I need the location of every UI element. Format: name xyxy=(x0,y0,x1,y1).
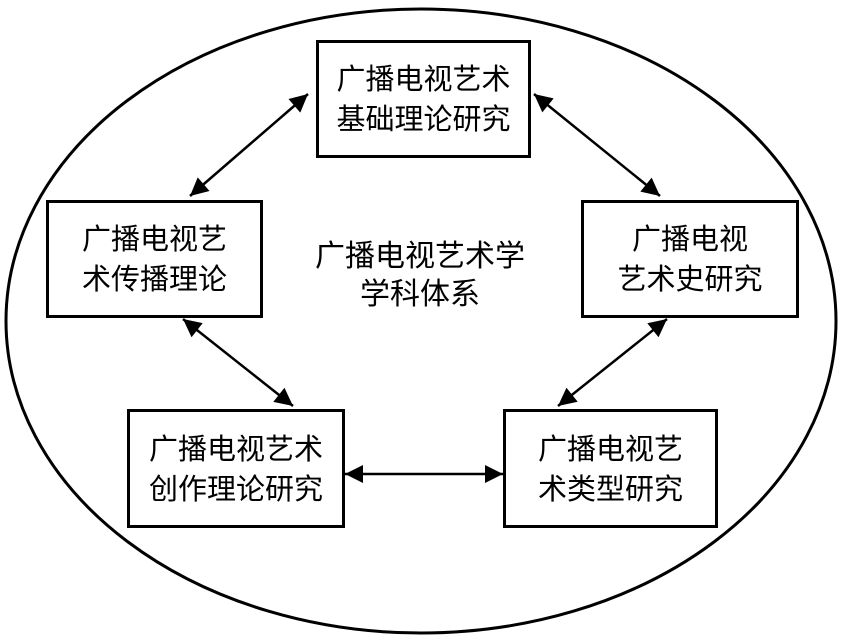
arrow-basic-to-communication xyxy=(189,93,309,197)
node-basic-theory: 广播电视艺术 基础理论研究 xyxy=(316,40,531,158)
node-basic-theory-line1: 广播电视艺术 xyxy=(336,62,511,96)
arrow-communication-to-creation xyxy=(182,318,294,407)
outer-ellipse xyxy=(4,7,838,635)
node-communication-line1: 广播电视艺 xyxy=(81,222,227,256)
node-creation: 广播电视艺术 创作理论研究 xyxy=(127,409,345,528)
node-history: 广播电视 艺术史研究 xyxy=(581,200,799,318)
node-history-line2: 艺术史研究 xyxy=(617,262,763,296)
node-communication-line2: 术传播理论 xyxy=(81,262,227,296)
arrow-history-to-genre xyxy=(557,318,668,407)
node-creation-line2: 创作理论研究 xyxy=(148,471,323,506)
node-genre-line2: 术类型研究 xyxy=(537,471,683,506)
center-label-line1: 广播电视艺术学 xyxy=(315,239,525,274)
center-label: 广播电视艺术学 学科体系 xyxy=(290,238,550,314)
center-label-line2: 学科体系 xyxy=(360,277,480,312)
node-genre-line1: 广播电视艺 xyxy=(537,431,683,466)
node-history-line1: 广播电视 xyxy=(631,222,748,256)
node-basic-theory-line2: 基础理论研究 xyxy=(336,102,511,136)
node-genre: 广播电视艺 术类型研究 xyxy=(503,409,718,528)
node-creation-line1: 广播电视艺术 xyxy=(148,431,323,466)
arrow-basic-to-history xyxy=(533,93,661,197)
node-communication: 广播电视艺 术传播理论 xyxy=(46,200,263,318)
